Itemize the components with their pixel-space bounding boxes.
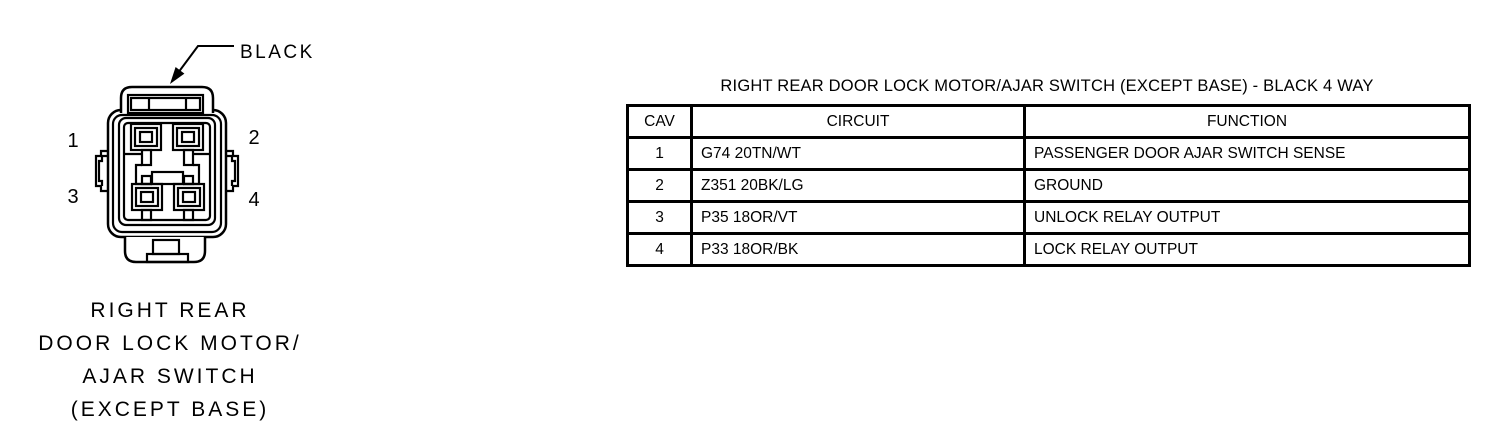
- terminal-1: [129, 122, 163, 167]
- pinout-table-title: RIGHT REAR DOOR LOCK MOTOR/AJAR SWITCH (…: [720, 77, 1374, 95]
- pin-label-4: 4: [248, 189, 259, 211]
- terminal-2: [171, 122, 205, 167]
- table-row-3: 3 P35 18OR/VT UNLOCK RELAY OUTPUT: [626, 200, 1471, 235]
- connector-bottom-tab: [123, 237, 207, 264]
- pin-label-2: 2: [248, 127, 259, 149]
- col-header-function: FUNCTION: [1023, 104, 1471, 139]
- pin-label-3: 3: [67, 186, 78, 208]
- keying-channel: [124, 152, 210, 186]
- cell-cav-1: 1: [626, 136, 693, 171]
- cell-cav-4: 4: [626, 232, 693, 267]
- cell-circuit-4: P33 18OR/BK: [690, 232, 1026, 267]
- cell-function-1: PASSENGER DOOR AJAR SWITCH SENSE: [1023, 136, 1471, 171]
- pinout-table: CAV CIRCUIT FUNCTION 1 G74 20TN/WT PASSE…: [626, 104, 1471, 267]
- cell-function-4: LOCK RELAY OUTPUT: [1023, 232, 1471, 267]
- caption-line-4: (EXCEPT BASE): [70, 398, 270, 421]
- connector-top-latch: [119, 85, 215, 115]
- cell-cav-3: 3: [626, 200, 693, 235]
- caption-line-2: DOOR LOCK MOTOR/: [38, 332, 302, 355]
- col-header-circuit: CIRCUIT: [690, 104, 1026, 139]
- connector-caption: RIGHT REAR DOOR LOCK MOTOR/ AJAR SWITCH …: [20, 294, 320, 426]
- connector-side-wings: [94, 149, 240, 193]
- caption-line-1: RIGHT REAR: [90, 299, 250, 322]
- table-row-1: 1 G74 20TN/WT PASSENGER DOOR AJAR SWITCH…: [626, 136, 1471, 171]
- cell-circuit-2: Z351 20BK/LG: [690, 168, 1026, 203]
- table-header-row: CAV CIRCUIT FUNCTION: [626, 104, 1471, 139]
- table-row-4: 4 P33 18OR/BK LOCK RELAY OUTPUT: [626, 232, 1471, 267]
- connector-color-label: BLACK: [240, 42, 315, 63]
- cell-circuit-3: P35 18OR/VT: [690, 200, 1026, 235]
- col-header-cav: CAV: [626, 104, 693, 139]
- cell-function-2: GROUND: [1023, 168, 1471, 203]
- connector-diagram: BLACK: [67, 42, 315, 264]
- cell-cav-2: 2: [626, 168, 693, 203]
- cell-circuit-1: G74 20TN/WT: [690, 136, 1026, 171]
- table-row-2: 2 Z351 20BK/LG GROUND: [626, 168, 1471, 203]
- black-callout-arrow: [170, 45, 234, 84]
- cell-function-3: UNLOCK RELAY OUTPUT: [1023, 200, 1471, 235]
- caption-line-3: AJAR SWITCH: [82, 365, 258, 388]
- pin-label-1: 1: [67, 130, 78, 152]
